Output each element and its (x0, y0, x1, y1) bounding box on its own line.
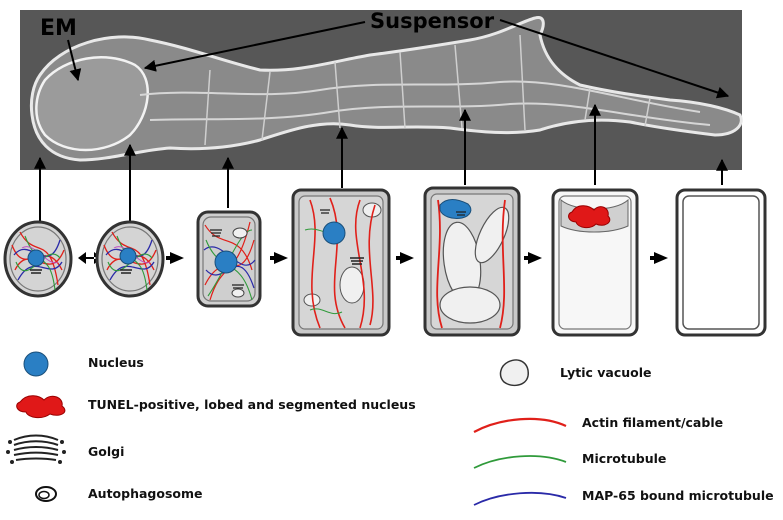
legend-label-nucleus: Nucleus (88, 355, 144, 370)
legend-label-actin: Actin filament/cable (582, 415, 724, 430)
nucleus-icon (322, 221, 346, 245)
cell-stage-3 (196, 210, 262, 308)
legend-label-microtubule: Microtubule (582, 451, 667, 466)
arrow-2-3 (166, 252, 184, 264)
arrow-suspensor-left (143, 21, 366, 72)
arrow-em-pointer (67, 39, 82, 82)
lytic-vacuole-icon (499, 359, 529, 387)
vertical-arrows (34, 103, 728, 222)
legend-label-map65: MAP-65 bound microtubule (582, 488, 774, 503)
suspensor-cell-walls (204, 34, 651, 146)
legend-label-tunel-nucleus: TUNEL-positive, lobed and segmented nucl… (88, 397, 416, 412)
suspensor-inner-lines (139, 80, 711, 126)
cell-stage-1 (3, 220, 73, 298)
cell-stage-5 (423, 186, 521, 337)
microtubule-line-icon (473, 455, 567, 469)
embryo-proper (35, 56, 149, 152)
arrow-6-7 (650, 252, 668, 264)
suspensor-outline (29, 15, 743, 162)
arrow-suspensor-right (499, 19, 730, 99)
nucleus-icon (119, 247, 137, 265)
cell-stage-4 (291, 188, 391, 337)
arrow-5-6 (524, 252, 542, 264)
cell-stage-2 (95, 220, 165, 298)
cell-stage-7 (675, 188, 767, 337)
golgi-icon (6, 434, 66, 464)
legend-symbols (6, 351, 567, 506)
micrograph-panel: EM Suspensor (20, 9, 743, 170)
autophagosome-icon (35, 486, 57, 502)
label-em: EM (40, 16, 77, 41)
nucleus-icon (27, 249, 45, 267)
tunel-nucleus-icon (16, 395, 66, 419)
legend-label-autophagosome: Autophagosome (88, 486, 203, 501)
arrow-4-5 (396, 252, 414, 264)
map65-line-icon (473, 491, 567, 506)
tunel-nucleus-icon (568, 205, 611, 229)
legend-label-golgi: Golgi (88, 444, 125, 459)
nucleus-icon (214, 250, 238, 274)
cell-stage-6 (551, 188, 639, 337)
nucleus-icon (439, 199, 472, 219)
label-suspensor: Suspensor (370, 9, 495, 33)
actin-line-icon (473, 417, 567, 433)
nucleus-icon (23, 351, 49, 377)
legend-label-lytic-vacuole: Lytic vacuole (560, 365, 652, 380)
arrow-3-4 (270, 252, 288, 264)
